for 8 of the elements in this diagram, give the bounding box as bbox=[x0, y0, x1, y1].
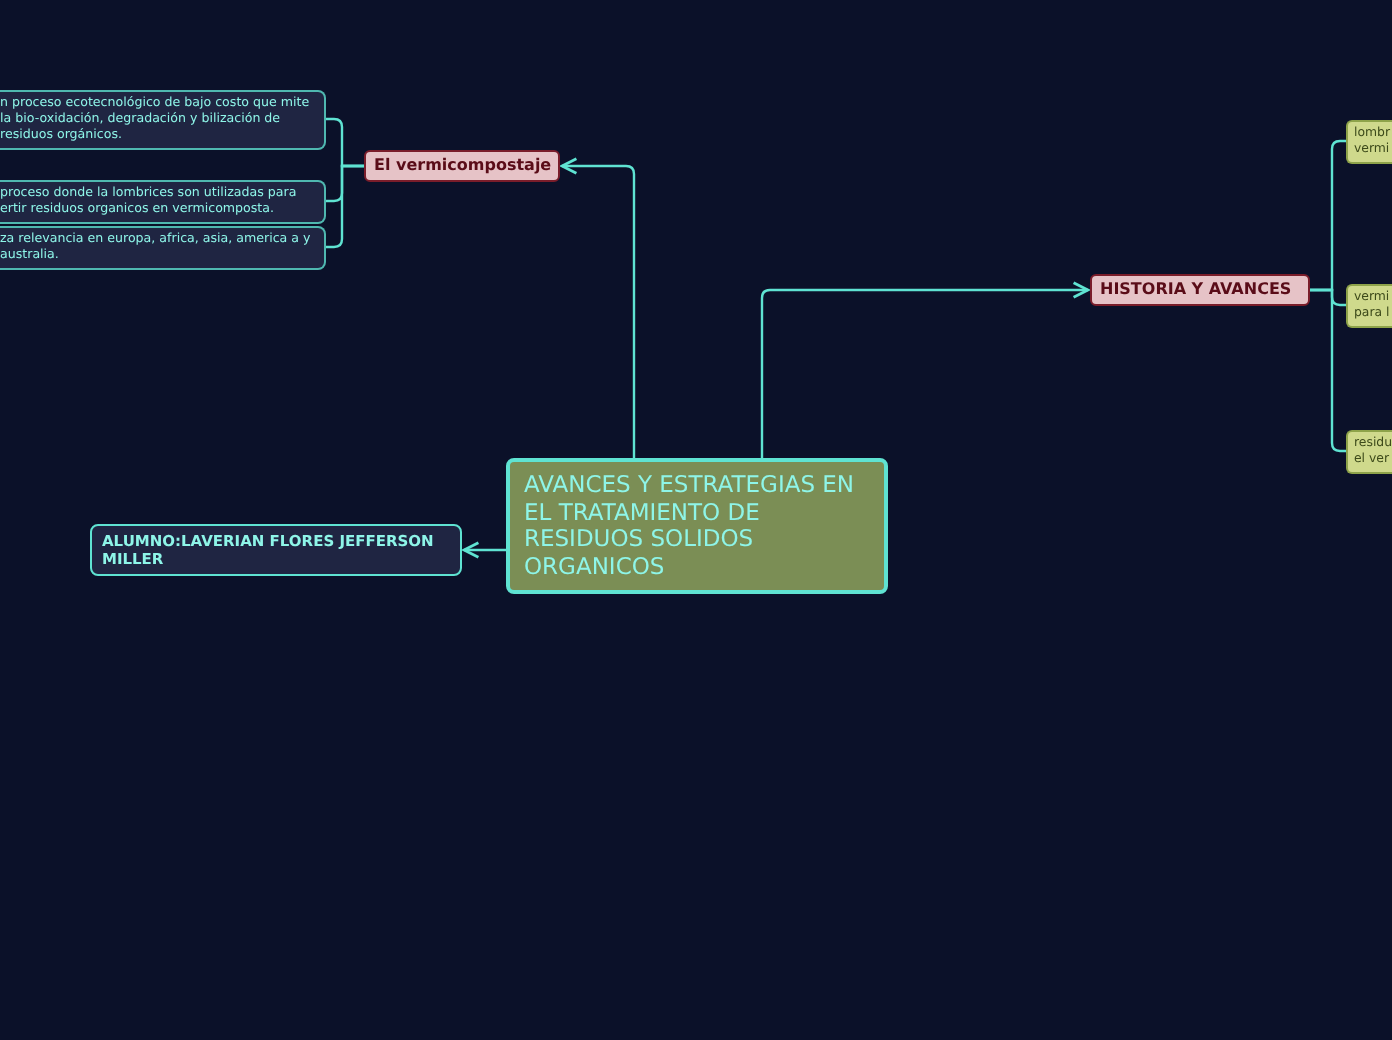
connector bbox=[1310, 288, 1346, 453]
central-topic-box: AVANCES Y ESTRATEGIAS EN EL TRATAMIENTO DE RESIDUOS SOLIDOS ORGANICOS bbox=[506, 458, 888, 594]
connector bbox=[560, 157, 636, 458]
topic-box: HISTORIA Y AVANCES bbox=[1090, 274, 1310, 306]
connector bbox=[462, 541, 506, 559]
connector bbox=[326, 164, 364, 249]
connector bbox=[760, 281, 1090, 458]
topic-box: El vermicompostaje bbox=[364, 150, 560, 182]
